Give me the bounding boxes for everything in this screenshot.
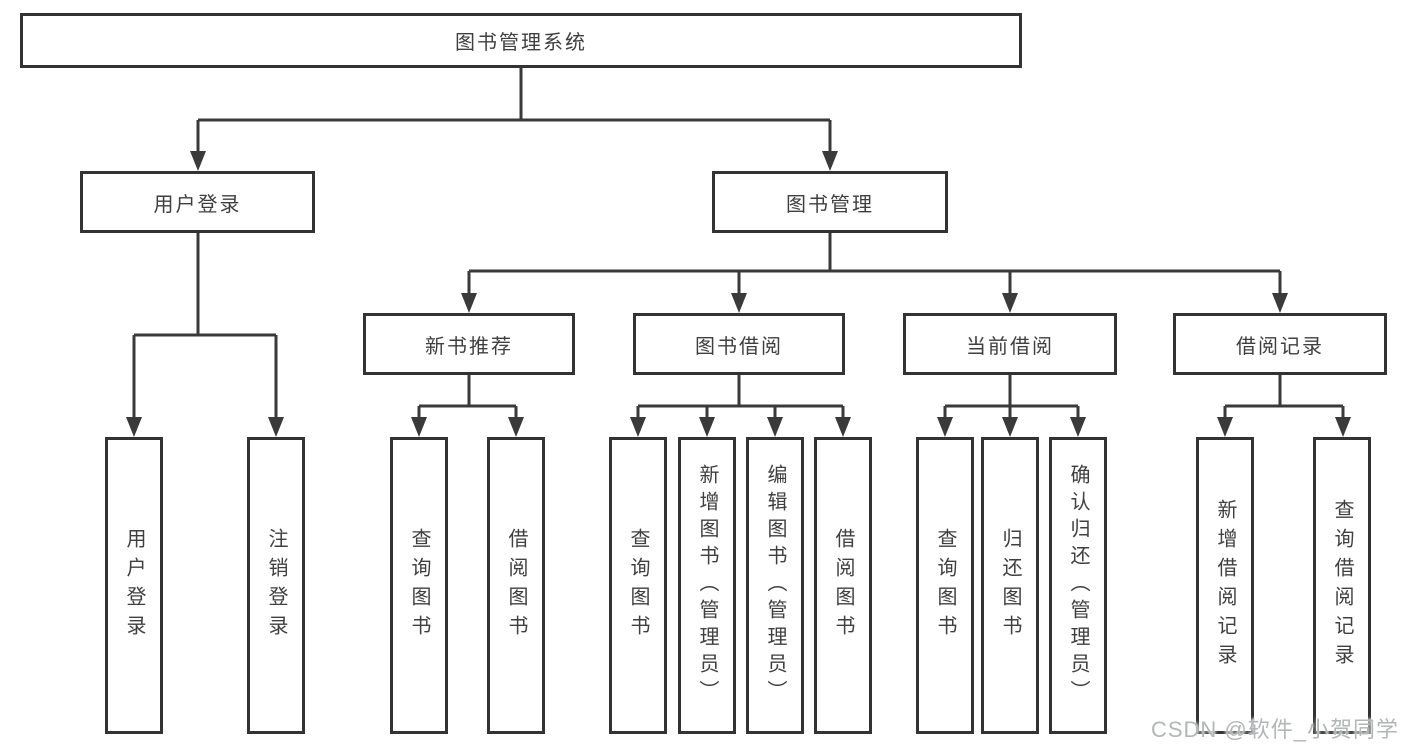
leaf-borrow-books-recommend-label: 借阅图书 [505, 527, 527, 644]
node-new-book-recommend-label: 新书推荐 [425, 335, 513, 358]
node-current-borrow-label: 当前借阅 [966, 335, 1054, 358]
arrowheads [126, 151, 1351, 437]
leaf-query-books-current: 查询图书 [916, 437, 974, 734]
connector-new-book-recommend-to-leaves [417, 375, 518, 419]
leaf-query-books-recommend-label: 查询图书 [408, 527, 430, 644]
connector-borrow-records-to-leaves [1223, 375, 1345, 419]
leaf-add-books-admin-label: 新增图书（管理员） [696, 464, 718, 707]
node-book-management: 图书管理 [712, 171, 948, 233]
node-root-system: 图书管理系统 [20, 13, 1022, 68]
leaf-return-books: 归还图书 [981, 437, 1039, 734]
leaf-user-login-label: 用户登录 [123, 527, 145, 644]
leaf-logout: 注销登录 [247, 437, 305, 734]
leaf-borrow-books: 借阅图书 [814, 437, 872, 734]
node-borrow-records-label: 借阅记录 [1236, 335, 1324, 358]
node-book-management-label: 图书管理 [786, 193, 874, 216]
leaf-logout-label: 注销登录 [265, 527, 287, 644]
csdn-watermark: CSDN @软件_小贺同学 [1150, 717, 1399, 742]
node-new-book-recommend: 新书推荐 [363, 313, 575, 375]
leaf-add-borrow-record: 新增借阅记录 [1196, 437, 1254, 734]
node-book-borrow: 图书借阅 [633, 313, 845, 375]
connector-book-management-to-groups [467, 233, 1282, 295]
leaf-user-login: 用户登录 [105, 437, 163, 734]
leaf-add-borrow-record-label: 新增借阅记录 [1214, 498, 1236, 673]
node-current-borrow: 当前借阅 [903, 313, 1117, 375]
leaf-query-books-borrow: 查询图书 [609, 437, 667, 734]
leaf-edit-books-admin-label: 编辑图书（管理员） [764, 464, 786, 707]
leaf-borrow-books-label: 借阅图书 [832, 527, 854, 644]
leaf-confirm-return-admin: 确认归还（管理员） [1049, 437, 1107, 734]
leaf-query-borrow-record: 查询借阅记录 [1313, 437, 1371, 734]
connector-user-login-to-leaves [132, 233, 278, 419]
connector-current-borrow-to-leaves [943, 375, 1080, 419]
connector-book-borrow-to-leaves [636, 375, 845, 419]
node-root-label: 图书管理系统 [455, 32, 587, 54]
leaf-return-books-label: 归还图书 [999, 527, 1021, 644]
leaf-query-books-recommend: 查询图书 [390, 437, 448, 734]
leaf-add-books-admin: 新增图书（管理员） [678, 437, 736, 734]
node-book-borrow-label: 图书借阅 [695, 335, 783, 358]
leaf-confirm-return-admin-label: 确认归还（管理员） [1067, 464, 1089, 707]
node-user-login-label: 用户登录 [153, 193, 242, 216]
leaf-edit-books-admin: 编辑图书（管理员） [746, 437, 804, 734]
leaf-borrow-books-recommend: 借阅图书 [487, 437, 545, 734]
leaf-query-books-borrow-label: 查询图书 [627, 527, 649, 644]
node-user-login: 用户登录 [80, 171, 315, 233]
connector-root-to-branches [196, 68, 832, 153]
leaf-query-borrow-record-label: 查询借阅记录 [1331, 498, 1353, 673]
node-borrow-records: 借阅记录 [1173, 313, 1387, 375]
leaf-query-books-current-label: 查询图书 [934, 527, 956, 644]
